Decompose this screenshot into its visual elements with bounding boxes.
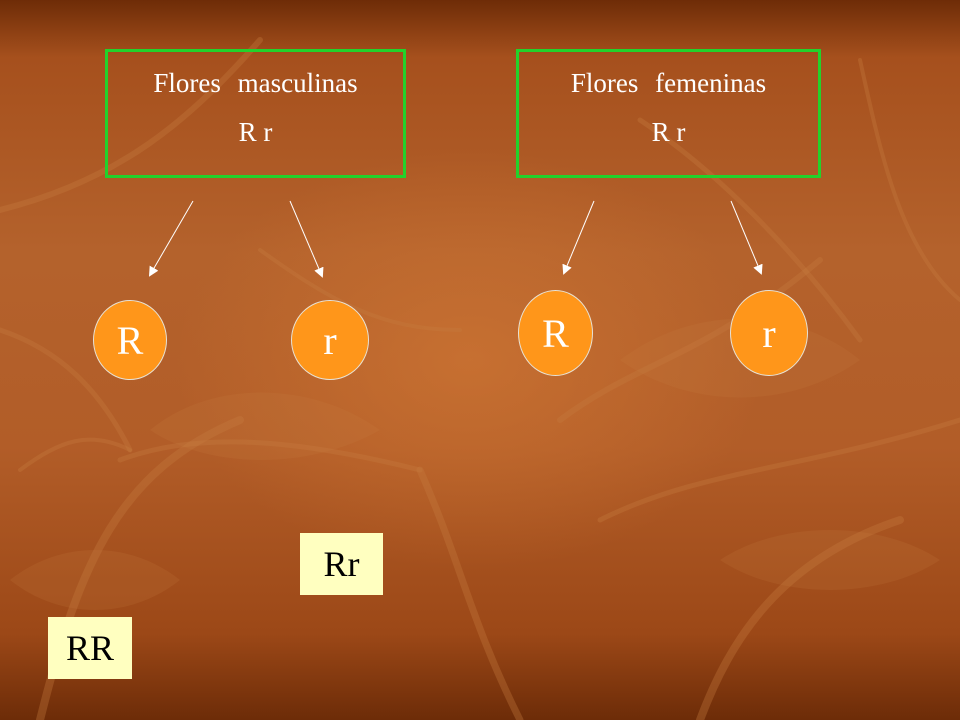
- arrow-female-r: [730, 200, 763, 275]
- male-flowers-box: Flores masculinas R r: [105, 49, 406, 178]
- female-gamete-recessive: r: [730, 290, 808, 376]
- male-genotype: R r: [238, 117, 273, 147]
- arrow-male-R: [148, 200, 194, 277]
- offspring-homozygous-dominant: RR: [48, 617, 132, 679]
- male-flowers-title: Flores masculinas: [153, 68, 358, 98]
- female-genotype: R r: [651, 117, 686, 147]
- female-flowers-box: Flores femeninas R r: [516, 49, 821, 178]
- male-gamete-dominant: R: [93, 300, 167, 380]
- female-gamete-dominant: R: [518, 290, 593, 376]
- arrow-female-R: [562, 200, 595, 275]
- male-gamete-recessive: r: [291, 300, 369, 380]
- arrow-male-r: [289, 200, 324, 278]
- female-flowers-title: Flores femeninas: [570, 68, 767, 98]
- offspring-heterozygous: Rr: [300, 533, 383, 595]
